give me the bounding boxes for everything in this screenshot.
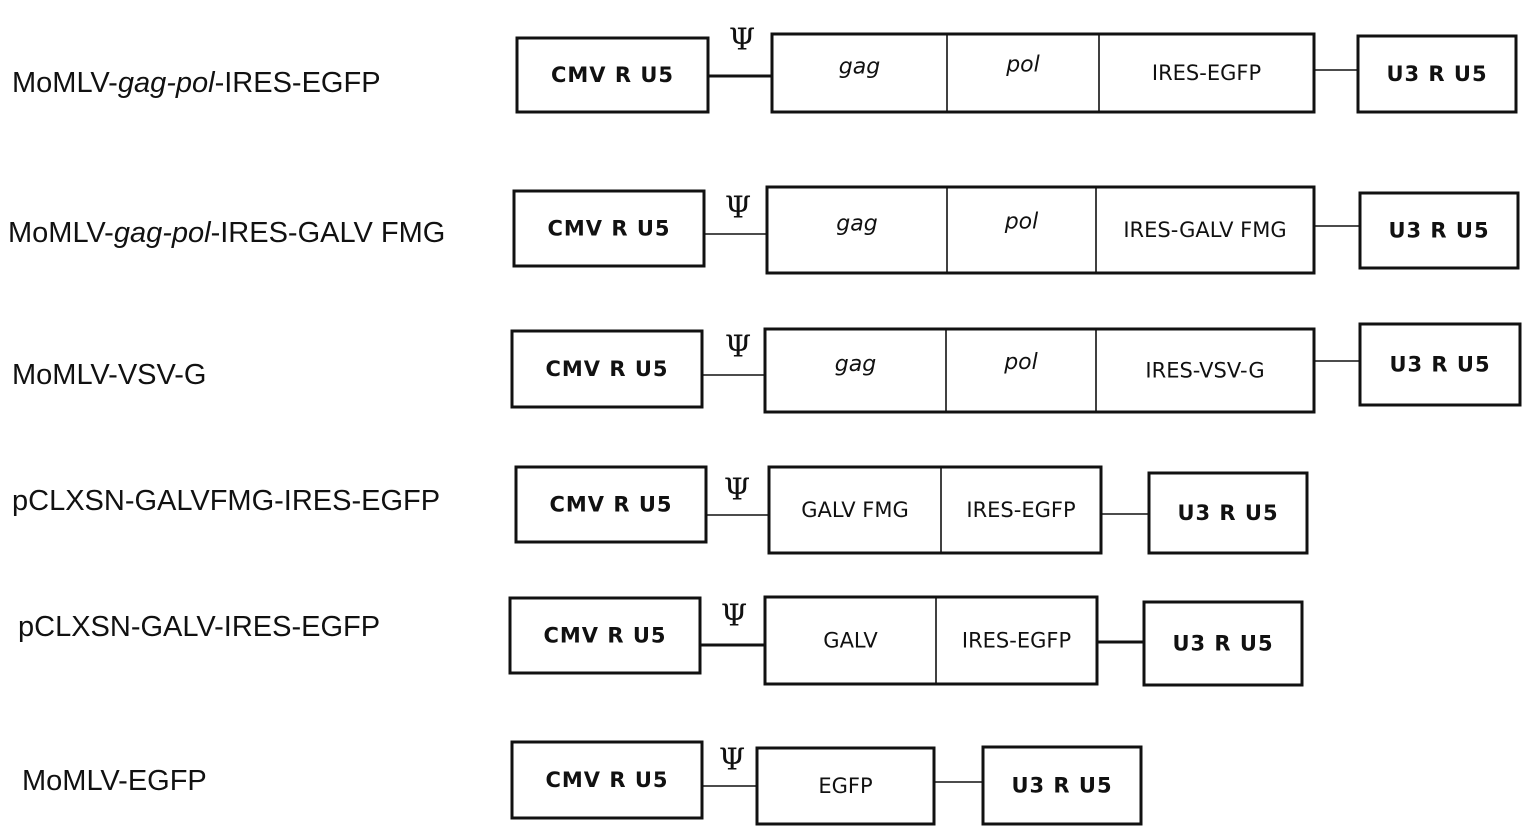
segment-label: gag: [839, 55, 880, 80]
segment-label: IRES-EGFP: [966, 498, 1075, 522]
ltr5-box: [515, 36, 710, 114]
ltr3-box: [1147, 471, 1309, 555]
ltr3-box: [1356, 34, 1518, 114]
construct-name-part: MoMLV-EGFP: [22, 765, 207, 797]
segment-label: IRES-VSV-G: [1145, 359, 1264, 383]
segment-label: IRES-EGFP: [962, 629, 1071, 653]
construct-name-part: -IRES-GALV FMG: [211, 217, 446, 249]
ltr3-box: [1358, 191, 1520, 270]
psi-symbol: Ψ: [724, 473, 750, 508]
ltr5-box: [510, 329, 704, 409]
ltr5-label: CMV R U5: [545, 768, 668, 792]
construct-name-part: -IRES-EGFP: [215, 67, 381, 99]
ltr5-box: [512, 189, 706, 268]
psi-symbol: Ψ: [729, 23, 755, 58]
segment-label: IRES-GALV FMG: [1123, 218, 1286, 242]
construct-name-part: pCLXSN-GALV-IRES-EGFP: [18, 611, 380, 643]
segment-label: GALV FMG: [801, 498, 909, 522]
gene-cassette-box: [763, 595, 1099, 686]
ltr3-label: U3 R U5: [1386, 62, 1487, 86]
construct-name-part: MoMLV-VSV-G: [12, 359, 206, 391]
psi-symbol: Ψ: [725, 330, 751, 365]
construct-name-part: pCLXSN-GALVFMG-IRES-EGFP: [12, 485, 440, 517]
construct-name: pCLXSN-GALV-IRES-EGFP: [18, 611, 380, 643]
gene-cassette-box: [765, 185, 1316, 275]
construct-name: MoMLV-EGFP: [22, 765, 207, 797]
segment-label: GALV: [823, 629, 878, 653]
gene-cassette-box: [755, 746, 936, 826]
ltr5-label: CMV R U5: [549, 493, 672, 517]
ltr5-label: CMV R U5: [545, 357, 668, 381]
ltr3-label: U3 R U5: [1389, 353, 1490, 377]
segment-label: gag: [835, 352, 876, 377]
ltr5-box: [508, 596, 702, 675]
segment-label: EGFP: [818, 774, 872, 798]
segment-label: pol: [1004, 210, 1039, 235]
ltr5-label: CMV R U5: [543, 624, 666, 648]
psi-symbol: Ψ: [721, 599, 747, 634]
ltr5-label: CMV R U5: [547, 217, 670, 241]
ltr3-label: U3 R U5: [1388, 219, 1489, 243]
segment-label: pol: [1003, 350, 1038, 375]
segment-label: IRES-EGFP: [1152, 61, 1261, 85]
ltr5-box: [514, 465, 708, 544]
construct-row: MoMLV-EGFP CMV R U5 Ψ EGFP U3 R U5: [22, 740, 1143, 826]
psi-symbol: Ψ: [725, 191, 751, 226]
ltr5-box: [510, 740, 704, 820]
ltr3-label: U3 R U5: [1172, 632, 1273, 656]
construct-row: pCLXSN-GALV-IRES-EGFP CMV R U5 Ψ GALV IRES-E…: [18, 595, 1304, 687]
ltr5-label: CMV R U5: [551, 63, 674, 87]
ltr3-label: U3 R U5: [1011, 774, 1112, 798]
segment-label: pol: [1005, 53, 1040, 78]
ltr3-box: [981, 745, 1143, 826]
gene-cassette-box: [767, 465, 1103, 555]
ltr3-box: [1142, 600, 1304, 687]
construct-name-part: MoMLV-: [8, 217, 114, 249]
gene-cassette-box: [770, 32, 1316, 114]
construct-name-part: gag-pol: [118, 67, 216, 99]
construct-row: pCLXSN-GALVFMG-IRES-EGFP CMV R U5 Ψ GALV FM…: [12, 465, 1309, 555]
construct-name: pCLXSN-GALVFMG-IRES-EGFP: [12, 485, 440, 517]
gene-cassette-box: [763, 327, 1316, 414]
segment-label: gag: [836, 212, 877, 237]
ltr3-box: [1358, 322, 1522, 407]
construct-name-part: gag-pol: [114, 217, 212, 249]
construct-name-part: MoMLV-: [12, 67, 118, 99]
psi-symbol: Ψ: [719, 743, 745, 778]
construct-name: MoMLV-gag-pol-IRES-GALV FMG: [8, 217, 445, 249]
construct-name: MoMLV-gag-pol-IRES-EGFP: [12, 67, 381, 99]
ltr3-label: U3 R U5: [1177, 501, 1278, 525]
construct-name: MoMLV-VSV-G: [12, 359, 206, 391]
